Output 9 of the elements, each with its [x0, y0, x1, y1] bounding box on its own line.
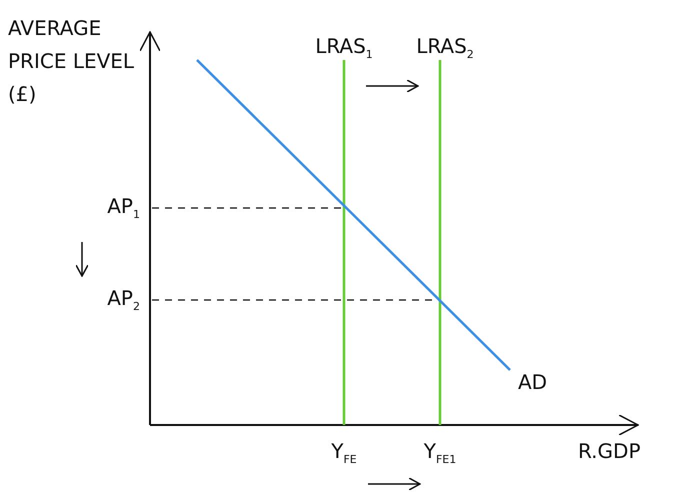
curve-label: LRAS$_{1}$: [314, 33, 374, 63]
axis-value-label: AP$_{2}$: [106, 285, 140, 315]
axis-value-label: AP$_{1}$: [106, 193, 140, 223]
curve-label: AD: [518, 369, 548, 396]
axis-value-label: Y$_{FE1}$: [422, 438, 458, 468]
axis-value-label: Y$_{FE}$: [330, 438, 358, 468]
axis-title: R.GDP: [578, 438, 642, 465]
axis-title: AVERAGE PRICE LEVEL (£): [8, 15, 136, 108]
curve-label: LRAS$_{2}$: [415, 33, 475, 63]
